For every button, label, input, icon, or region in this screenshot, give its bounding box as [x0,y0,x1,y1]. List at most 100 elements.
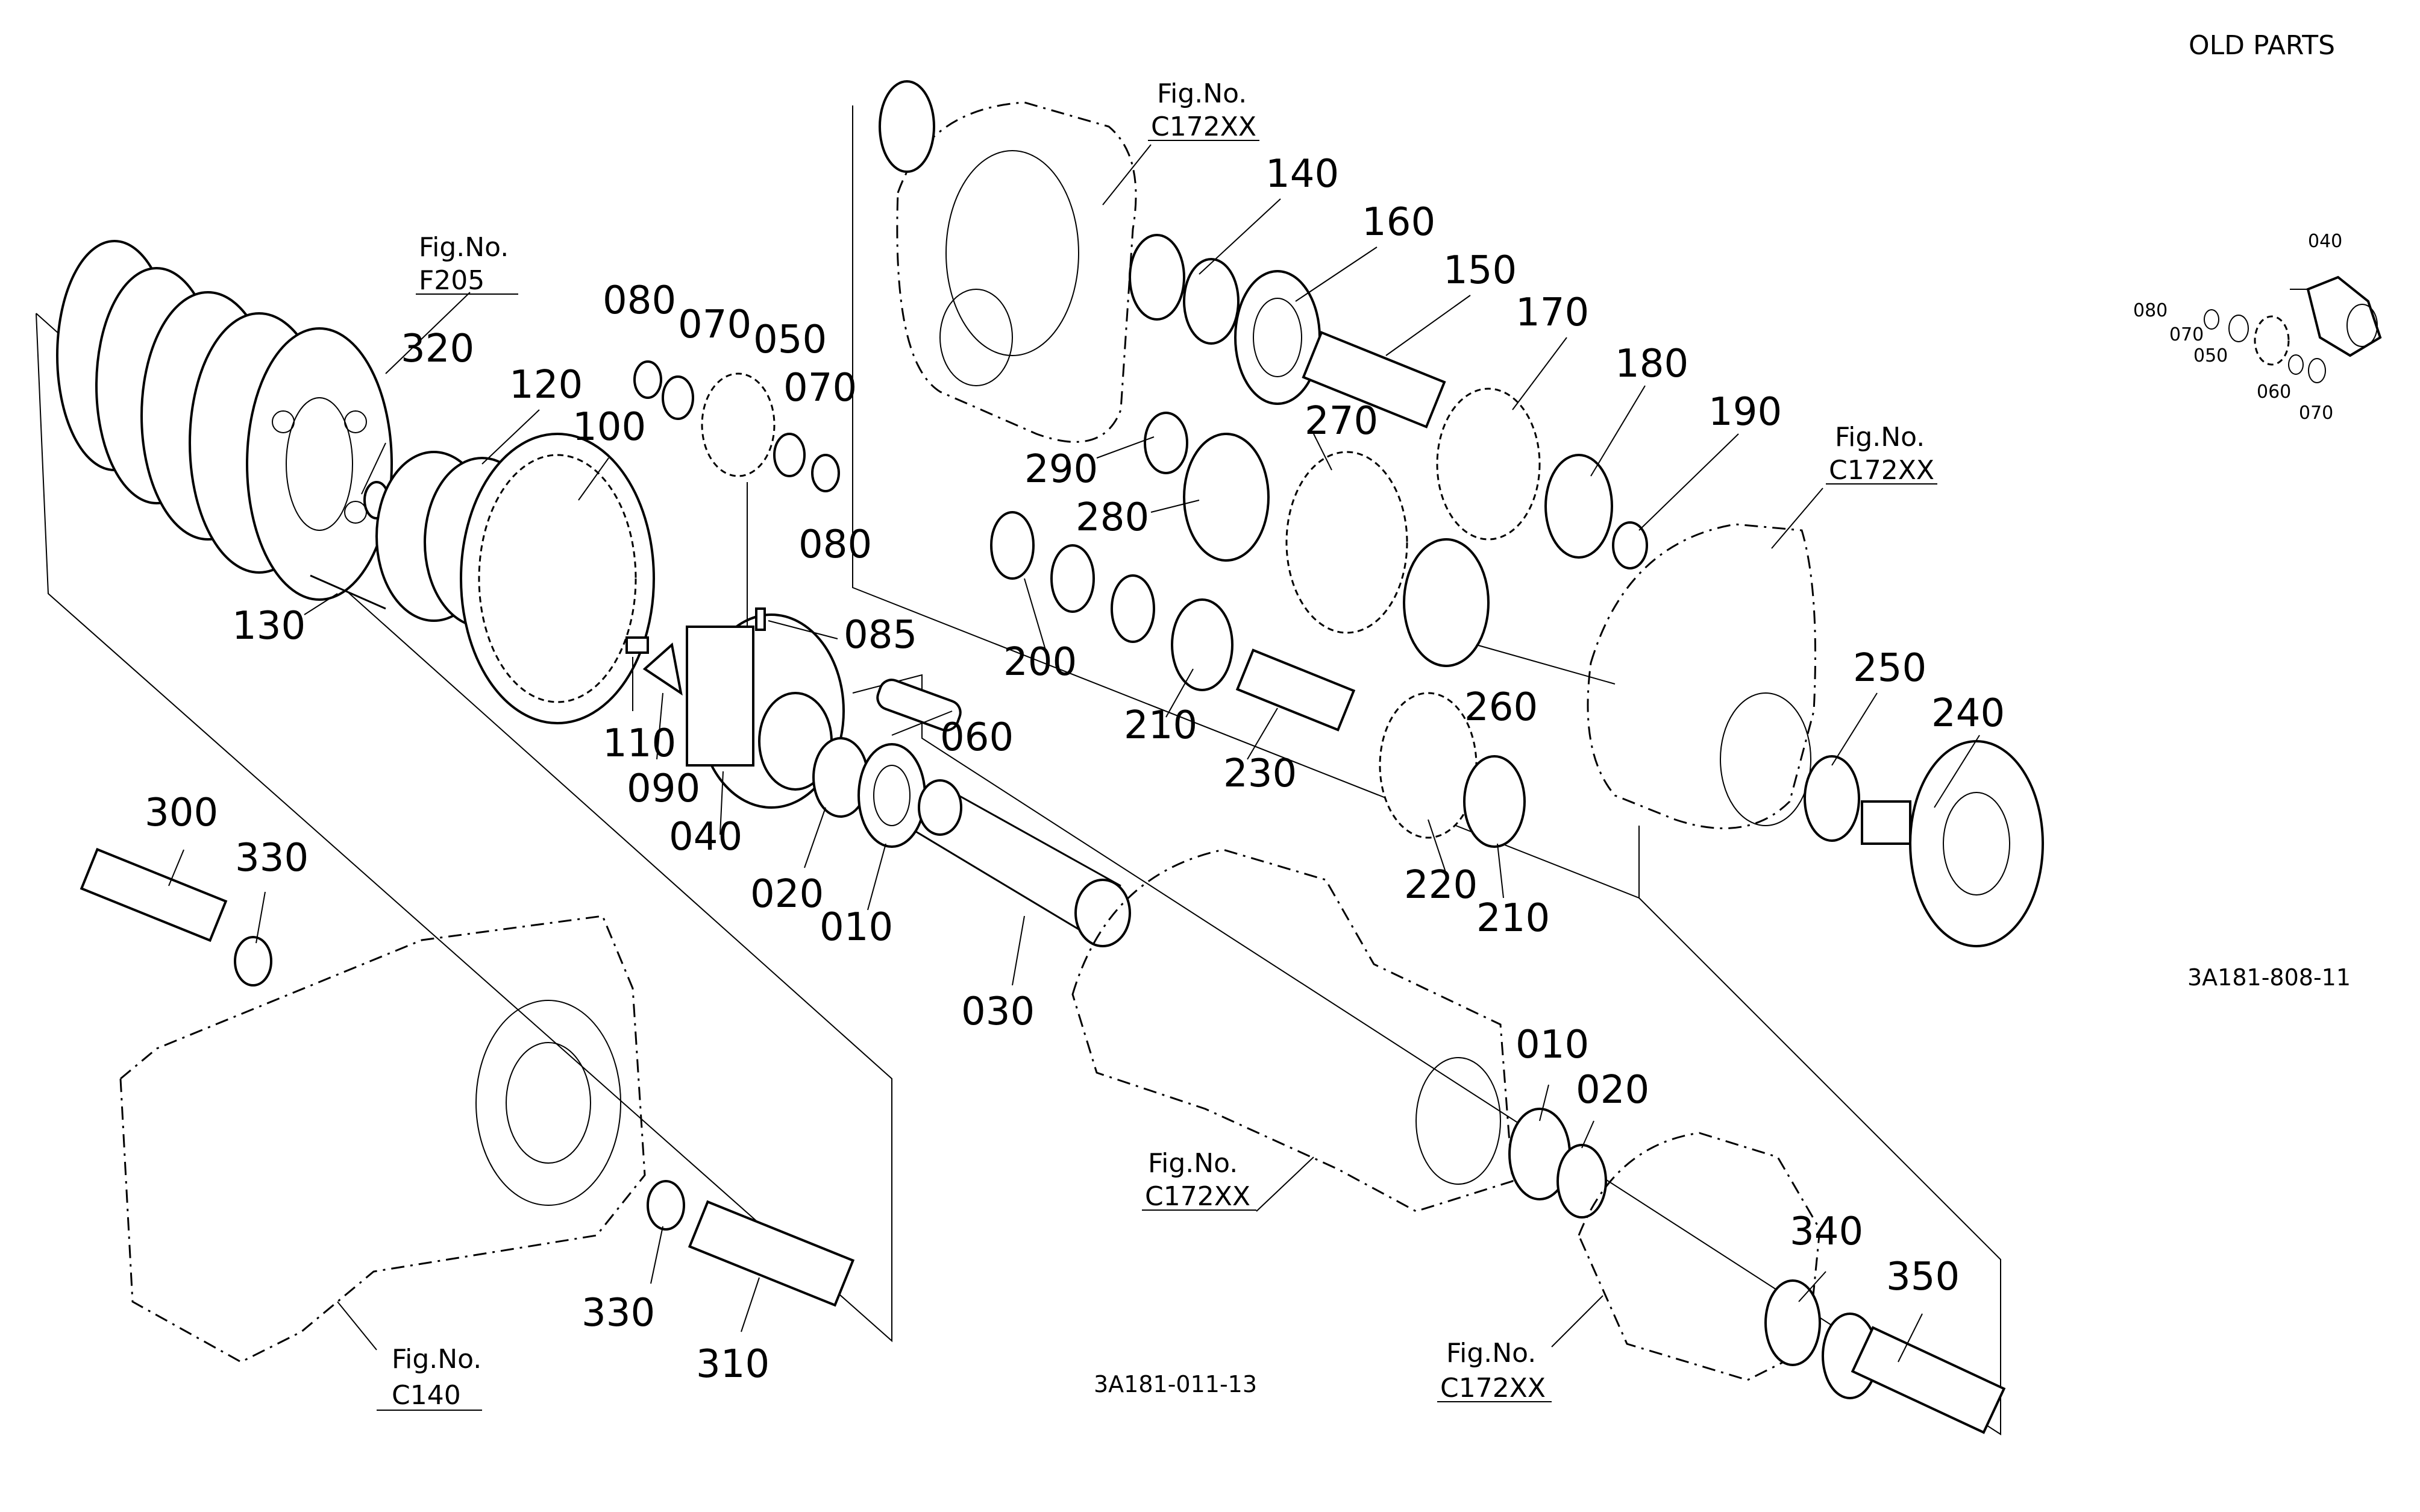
callout-330-a[interactable]: 330 [235,836,309,880]
callout-260[interactable]: 260 [1464,685,1538,730]
part-330-snap-ring-b [647,1180,685,1231]
svg-text:Fig.No.: Fig.No. [1835,422,1925,453]
part-180-bearing [1544,454,1613,559]
inset-callout-070-b[interactable]: 070 [2299,403,2333,424]
callout-070-a[interactable]: 070 [678,303,751,347]
part-200-shims [990,511,1155,643]
callout-210-b[interactable]: 210 [1476,896,1550,941]
part-220-gear [1379,692,1478,839]
part-090-lock-plate [642,642,683,696]
svg-text:C172XX: C172XX [1440,1373,1546,1404]
callout-050[interactable]: 050 [753,318,827,362]
inset-callout-040[interactable]: 040 [2308,231,2342,252]
callout-230[interactable]: 230 [1223,751,1297,796]
upper-case-housing [896,101,1137,443]
callout-330-b[interactable]: 330 [581,1291,655,1335]
callout-220[interactable]: 220 [1404,863,1478,908]
part-070-bearing-b [773,433,806,477]
part-210-bearing [1171,598,1234,691]
svg-text:F205: F205 [419,265,484,296]
figref-f205[interactable]: Fig.No. F205 [416,232,518,296]
callout-numbers: 320 120 100 130 080 070 050 070 080 085 … [145,152,2005,1387]
callout-210-a[interactable]: 210 [1124,703,1197,748]
old-parts-inset: 040 080 070 050 060 070 [2133,231,2382,424]
callout-190[interactable]: 190 [1708,390,1782,434]
callout-240[interactable]: 240 [1931,691,2005,736]
callout-270[interactable]: 270 [1305,399,1378,444]
callout-150[interactable]: 150 [1443,248,1517,293]
figref-c172xx-bottom[interactable]: Fig.No. C172XX [1437,1338,1552,1404]
callout-310[interactable]: 310 [696,1342,770,1387]
inset-callout-080[interactable]: 080 [2133,300,2168,321]
part-340-sleeve [1764,1279,1878,1399]
callout-130[interactable]: 130 [232,604,306,648]
callout-110[interactable]: 110 [603,721,676,766]
callout-020-a[interactable]: 020 [750,872,824,917]
part-040-carrier [686,613,845,809]
callout-120[interactable]: 120 [509,363,583,407]
part-330-snap-ring [234,936,272,987]
callout-010-a[interactable]: 010 [820,905,893,950]
callout-250[interactable]: 250 [1853,646,1926,691]
drawing-code-right: 3A181-808-11 [2187,964,2351,991]
callout-020-b[interactable]: 020 [1576,1068,1649,1112]
part-230-shaft [1235,648,1356,732]
part-240-flange-shaft [1861,740,2044,947]
callout-085[interactable]: 085 [844,613,917,657]
callout-080-b[interactable]: 080 [798,522,872,567]
callout-070-b[interactable]: 070 [783,366,857,410]
callout-320[interactable]: 320 [401,327,474,371]
callout-200[interactable]: 200 [1003,640,1077,685]
callout-080-a[interactable]: 080 [603,278,676,323]
part-310-shaft [688,1200,855,1307]
svg-text:C172XX: C172XX [1145,1181,1250,1212]
part-290-snap-ring [1144,412,1188,474]
figref-c140[interactable]: Fig.No. C140 [377,1344,482,1411]
callout-040[interactable]: 040 [669,815,742,859]
svg-text:C140: C140 [392,1380,461,1411]
callout-340[interactable]: 340 [1790,1209,1863,1254]
figref-c172xx-top[interactable]: Fig.No. C172XX [1148,78,1259,142]
part-140-collar [1129,234,1240,345]
callout-170[interactable]: 170 [1516,290,1589,335]
callout-180[interactable]: 180 [1615,342,1688,386]
callout-280[interactable]: 280 [1076,495,1149,540]
figref-c172xx-mid[interactable]: Fig.No. C172XX [1142,1148,1256,1212]
callout-060[interactable]: 060 [940,715,1014,760]
inset-callout-060[interactable]: 060 [2257,381,2291,403]
part-010-bearing [857,743,926,848]
part-190-snap-ring [1612,521,1648,569]
callout-010-b[interactable]: 010 [1516,1023,1589,1067]
callout-160[interactable]: 160 [1362,200,1435,245]
oring-upper-case [879,80,935,173]
inset-callout-070-a[interactable]: 070 [2169,324,2204,345]
drawing-code-bottom: 3A181-011-13 [1094,1371,1257,1398]
callout-100[interactable]: 100 [572,405,646,450]
part-085-pin [755,607,766,631]
callout-300[interactable]: 300 [145,791,218,835]
right-case-housing [1587,523,1816,829]
part-160-bearing [1234,270,1321,405]
svg-text:C172XX: C172XX [1829,455,1934,486]
part-130-pin [310,574,386,610]
svg-text:Fig.No.: Fig.No. [392,1344,481,1375]
leader-lines [168,144,1980,1363]
figref-c172xx-right[interactable]: Fig.No. C172XX [1826,422,1937,486]
callout-140[interactable]: 140 [1265,152,1339,196]
part-050-planet-gear [701,372,776,477]
svg-text:Fig.No.: Fig.No. [1148,1148,1238,1179]
svg-text:C172XX: C172XX [1151,111,1256,142]
part-300-shaft [80,847,228,943]
callout-090[interactable]: 090 [627,767,700,811]
callout-350[interactable]: 350 [1886,1255,1960,1299]
clutch-pack-assembly [56,240,393,601]
part-210-bearing-b [1463,755,1526,848]
inset-callout-050[interactable]: 050 [2193,345,2228,366]
callout-290[interactable]: 290 [1024,447,1098,492]
part-030-shaft [915,779,1131,947]
assembly-frame-lines [36,105,2001,1435]
transmission-case [119,915,646,1363]
callout-030[interactable]: 030 [961,990,1035,1034]
